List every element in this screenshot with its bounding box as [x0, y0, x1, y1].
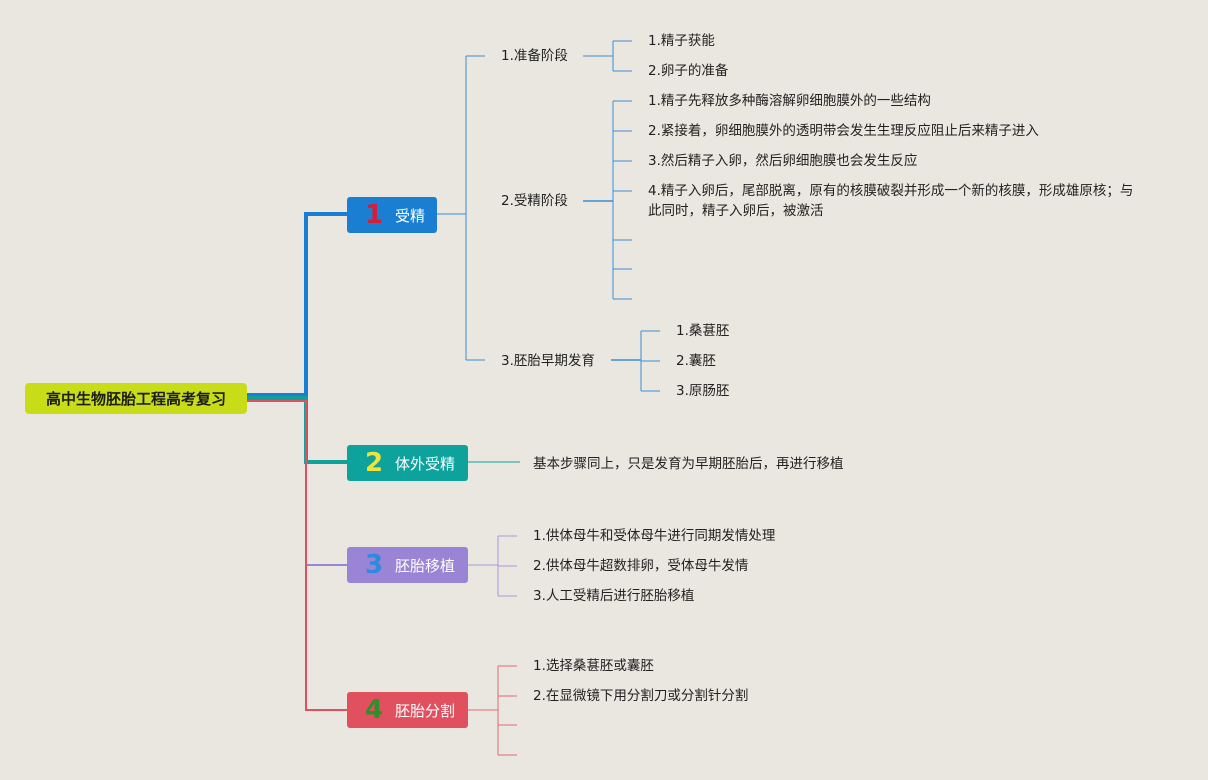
branch-node-3[interactable]: 3 胚胎移植 — [347, 547, 468, 583]
leaf-1-2-2[interactable]: 2.紧接着，卵细胞膜外的透明带会发生生理反应阻止后来精子进入 — [648, 123, 1039, 139]
connector-root-b4 — [247, 400, 347, 711]
branch-label-3: 胚胎移植 — [395, 556, 456, 575]
leaf-3-1[interactable]: 1.供体母牛和受体母牛进行同期发情处理 — [533, 528, 776, 544]
connector-b1 — [437, 40, 660, 392]
leaf-1-2-4[interactable]: 4.精子入卵后，尾部脱离，原有的核膜破裂并形成一个新的核膜，形成雄原核；与此同时… — [648, 183, 1134, 219]
topic-1-2[interactable]: 2.受精阶段 — [501, 193, 568, 209]
branch-label-2: 体外受精 — [395, 454, 456, 473]
branch-label-4: 胚胎分割 — [395, 701, 456, 720]
connector-root-b3 — [247, 400, 347, 566]
root-label: 高中生物胚胎工程高考复习 — [45, 390, 226, 408]
topic-1-1[interactable]: 1.准备阶段 — [501, 48, 568, 64]
leaf-1-3-1[interactable]: 1.桑葚胚 — [676, 323, 730, 339]
branch-number-2: 2 — [364, 448, 384, 478]
leaf-1-2-1[interactable]: 1.精子先释放多种酶溶解卵细胞膜外的一些结构 — [648, 93, 931, 109]
connector-b3 — [468, 535, 517, 597]
branch-number-4: 4 — [364, 695, 384, 725]
branch-node-1[interactable]: 1 受精 — [347, 197, 437, 233]
connector-b4 — [468, 665, 517, 756]
leaf-1-1-1[interactable]: 1.精子获能 — [648, 33, 715, 49]
leaf-4-1[interactable]: 1.选择桑葚胚或囊胚 — [533, 658, 654, 674]
branch-node-2[interactable]: 2 体外受精 — [347, 445, 468, 481]
branch-number-3: 3 — [364, 550, 384, 580]
branch-label-1: 受精 — [395, 206, 426, 225]
connector-root-b1 — [247, 212, 347, 397]
leaf-3-3[interactable]: 3.人工受精后进行胚胎移植 — [533, 588, 695, 604]
connector-root-b2 — [247, 396, 347, 464]
leaf-1-2-3[interactable]: 3.然后精子入卵，然后卵细胞膜也会发生反应 — [648, 153, 918, 169]
leaf-2-1[interactable]: 基本步骤同上，只是发育为早期胚胎后，再进行移植 — [533, 456, 844, 472]
leaf-3-2[interactable]: 2.供体母牛超数排卵，受体母牛发情 — [533, 558, 749, 574]
leaf-1-1-2[interactable]: 2.卵子的准备 — [648, 63, 729, 79]
leaf-4-2[interactable]: 2.在显微镜下用分割刀或分割针分割 — [533, 688, 749, 704]
root-node[interactable]: 高中生物胚胎工程高考复习 — [25, 383, 247, 414]
topic-1-3[interactable]: 3.胚胎早期发育 — [501, 353, 595, 369]
leaf-1-3-3[interactable]: 3.原肠胚 — [676, 383, 730, 399]
branch-node-4[interactable]: 4 胚胎分割 — [347, 692, 468, 728]
branch-number-1: 1 — [364, 200, 384, 230]
leaf-1-3-2[interactable]: 2.囊胚 — [676, 353, 716, 369]
